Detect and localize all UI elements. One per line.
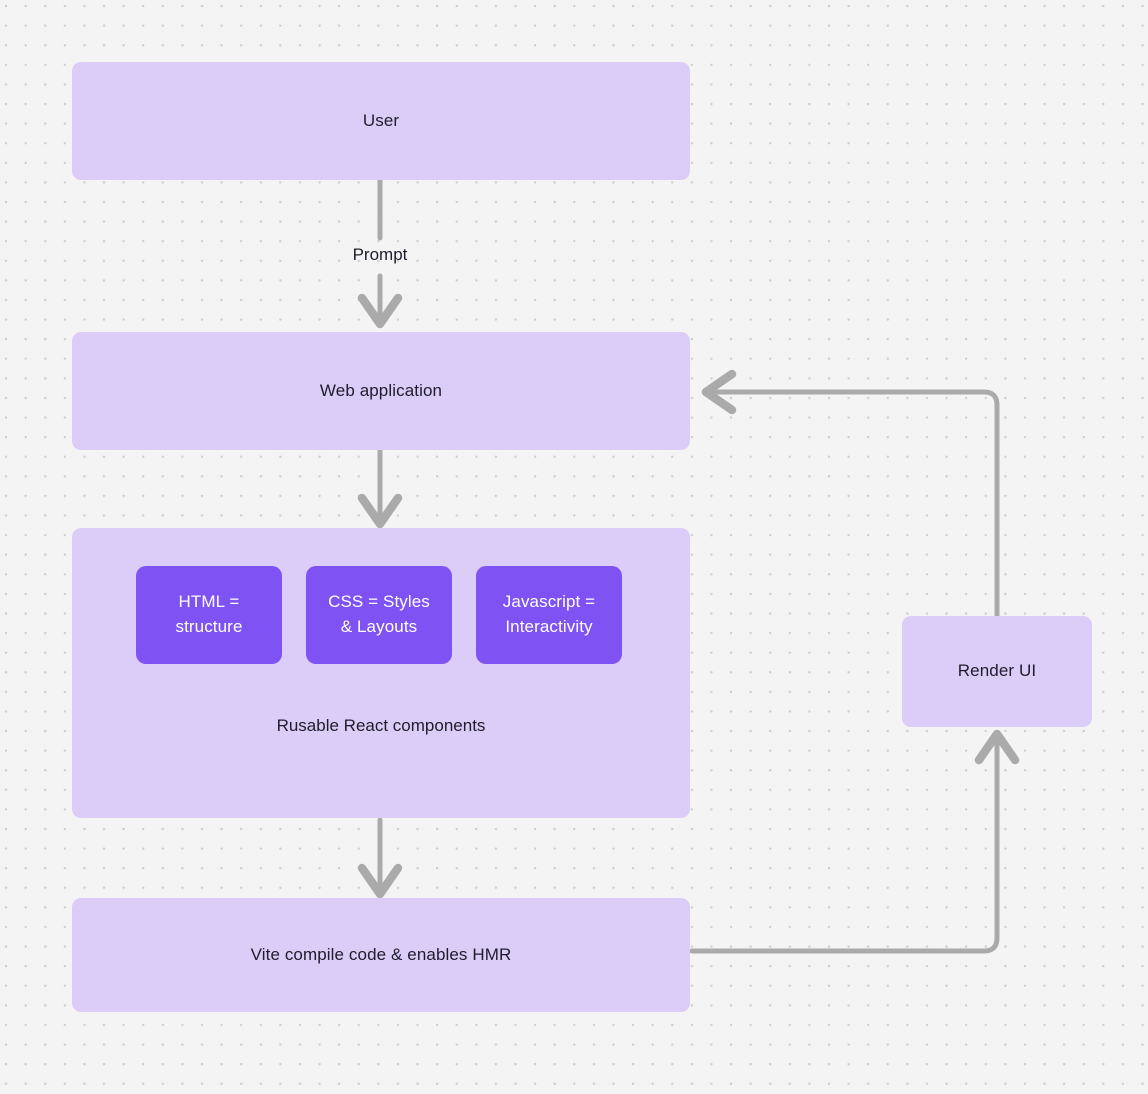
chip-css-label: CSS = Styles & Layouts xyxy=(328,592,430,636)
edge-label-prompt: Prompt xyxy=(320,245,440,265)
node-render-ui[interactable]: Render UI xyxy=(902,616,1092,727)
node-vite[interactable]: Vite compile code & enables HMR xyxy=(72,898,690,1012)
chip-css[interactable]: CSS = Styles & Layouts xyxy=(306,566,452,664)
edge-renderui-to-webapp xyxy=(701,369,1000,619)
edge-label-prompt-text: Prompt xyxy=(352,245,408,264)
chip-javascript-label: Javascript = Interactivity xyxy=(502,592,596,636)
node-render-ui-label: Render UI xyxy=(957,661,1037,681)
chip-javascript[interactable]: Javascript = Interactivity xyxy=(476,566,622,664)
node-components-group[interactable]: HTML = structure CSS = Styles & Layouts … xyxy=(72,528,690,818)
node-user-label: User xyxy=(362,110,400,130)
chip-html-label: HTML = structure xyxy=(175,592,243,636)
chip-html[interactable]: HTML = structure xyxy=(136,566,282,664)
node-web-application-label: Web application xyxy=(319,380,443,400)
edge-vite-to-renderui xyxy=(689,729,1020,954)
node-web-application[interactable]: Web application xyxy=(72,332,690,450)
node-user[interactable]: User xyxy=(72,62,690,180)
components-caption: Rusable React components xyxy=(276,716,486,735)
node-vite-label: Vite compile code & enables HMR xyxy=(250,944,512,964)
